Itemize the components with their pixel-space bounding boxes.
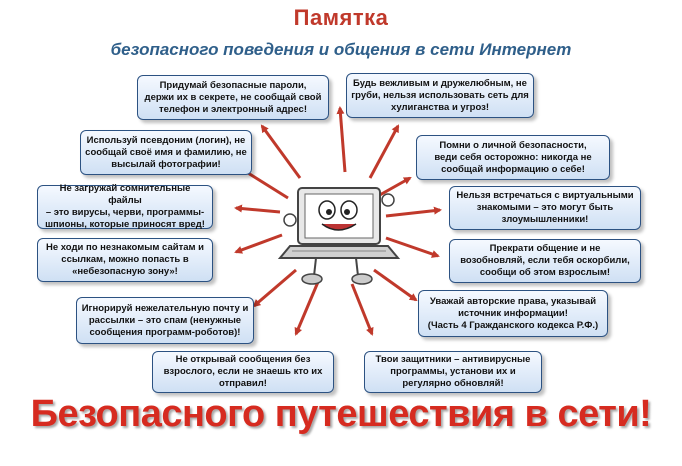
tip-suspicious-files: Не загружай сомнительные файлы – это вир… xyxy=(37,183,213,230)
arrow-7 xyxy=(385,206,442,218)
tip-personal-safety: Помни о личной безопасности, веди себя о… xyxy=(416,135,610,180)
arrow-6 xyxy=(234,204,281,214)
arrow-8 xyxy=(234,233,283,254)
arrow-3 xyxy=(368,124,400,179)
tip-pseudonym: Используй псевдоним (логин), не сообщай … xyxy=(80,130,252,175)
arrow-13 xyxy=(350,283,374,336)
arrow-10 xyxy=(252,268,297,308)
arrows xyxy=(234,106,442,336)
tip-copyright: Уважай авторские права, указывай источни… xyxy=(418,290,608,337)
page-subtitle: безопасного поведения и общения в сети И… xyxy=(110,40,572,59)
arrow-5 xyxy=(377,176,412,198)
tip-virtual-meetings: Нельзя встречаться с виртуальными знаком… xyxy=(449,186,641,230)
arrow-12 xyxy=(294,281,320,336)
footer-slogan: Безопасного путешествия в сети! xyxy=(30,393,652,435)
tip-unknown-sites: Не ходи по незнакомым сайтам и ссылкам, … xyxy=(37,238,213,282)
tip-politeness: Будь вежливым и дружелюбным, не груби, н… xyxy=(346,73,534,118)
arrow-2 xyxy=(336,106,347,173)
tip-messages: Не открывай сообщения без взрослого, есл… xyxy=(152,351,334,393)
tip-antivirus: Твои защитники – антивирусные программы,… xyxy=(364,351,542,393)
tip-passwords: Придумай безопасные пароли, держи их в с… xyxy=(137,75,329,120)
arrow-11 xyxy=(373,268,418,302)
laptop-mascot xyxy=(277,187,401,285)
arrow-1 xyxy=(260,124,302,179)
tip-stop-communication: Прекрати общение и не возобновляй, если … xyxy=(449,239,641,283)
tip-spam: Игнорируй нежелательную почту и рассылки… xyxy=(76,297,254,344)
page-title: Памятка xyxy=(293,5,389,30)
arrow-9 xyxy=(385,236,440,258)
